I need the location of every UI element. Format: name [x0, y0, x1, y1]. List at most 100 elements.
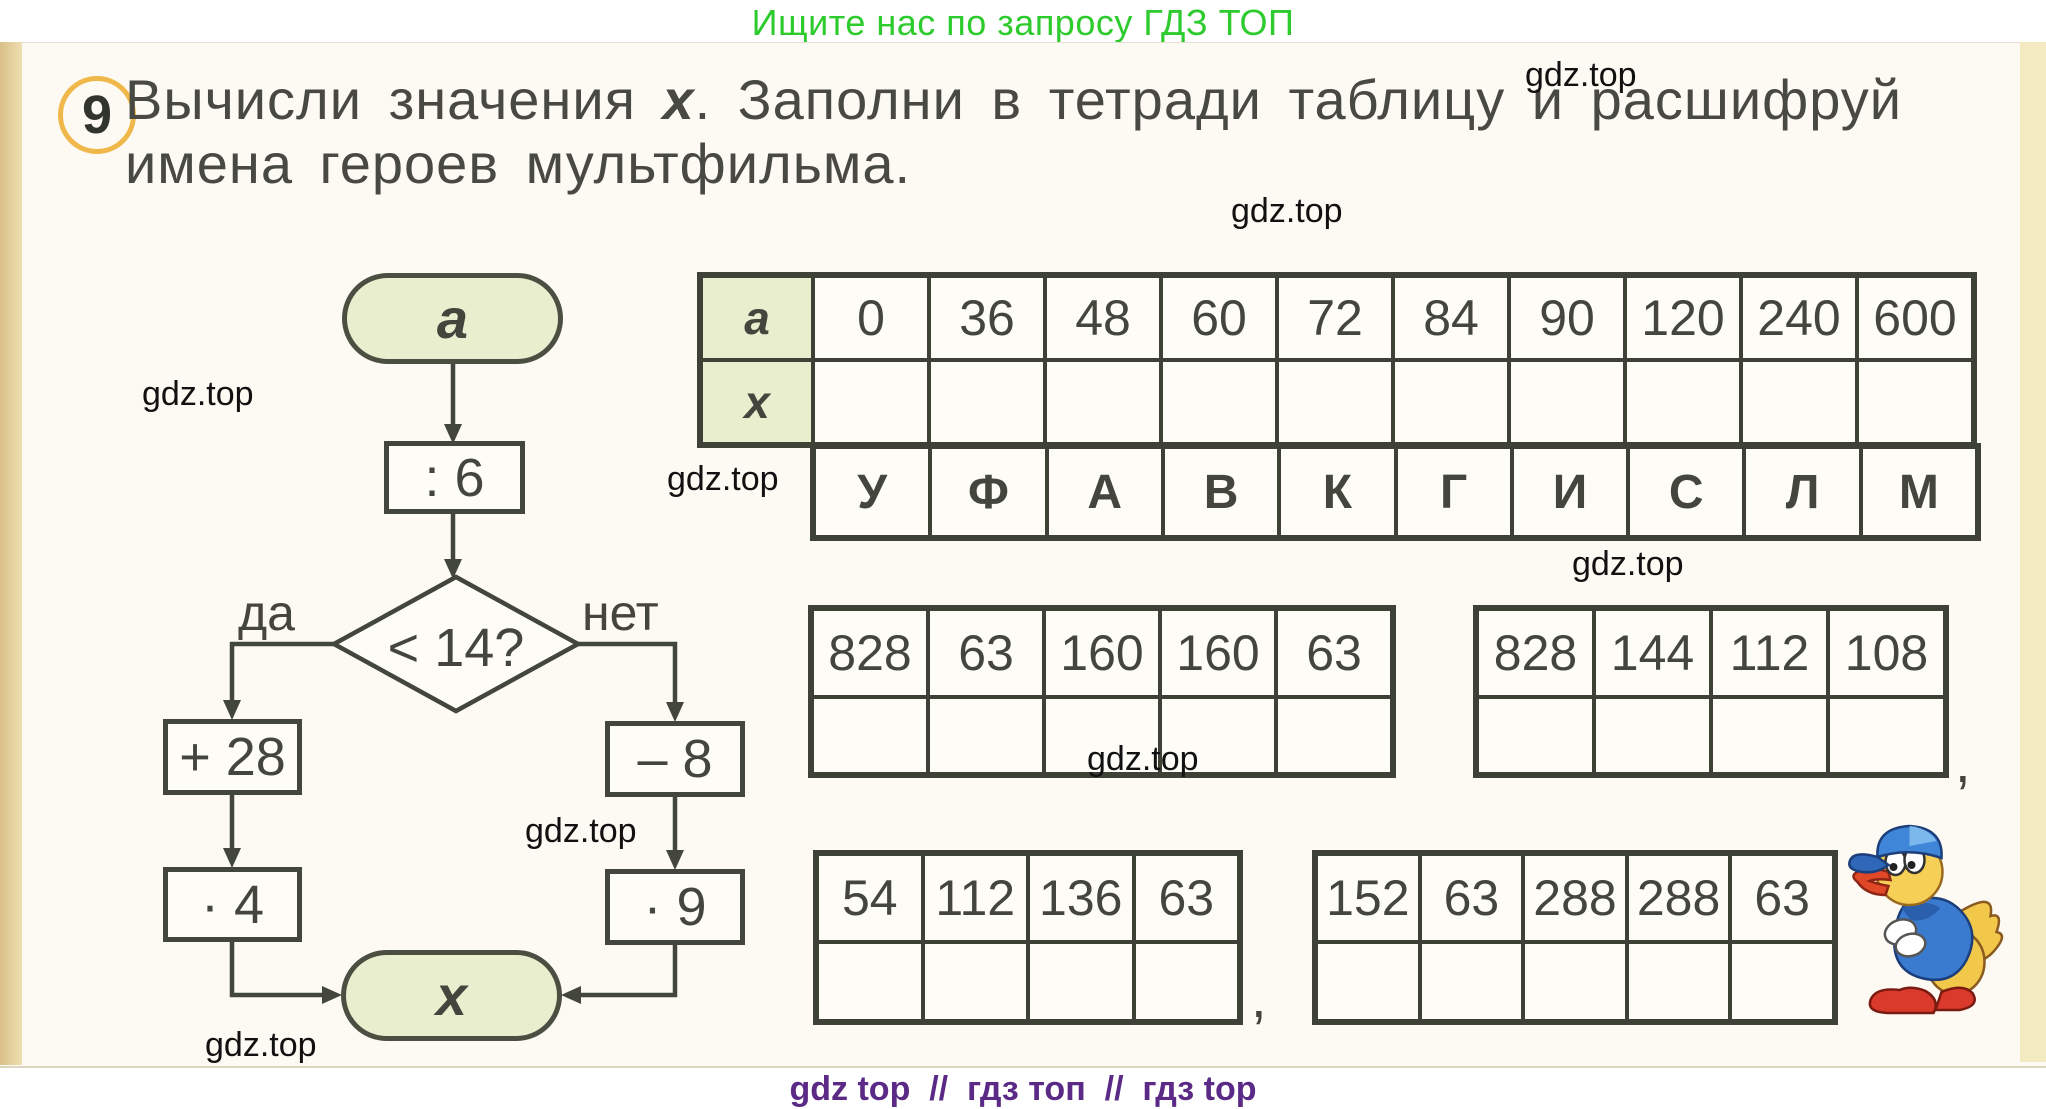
- answer-table-3: 54 112 136 63: [813, 850, 1243, 1025]
- page-edge-left: [0, 42, 22, 1065]
- flowchart-op-multiply-4: · 4: [163, 867, 302, 942]
- answer-table-2: 828 144 112 108: [1473, 605, 1949, 778]
- x-empty-cell: [1741, 360, 1857, 444]
- flowchart-label-yes: да: [238, 585, 295, 641]
- letter-cell: С: [1628, 447, 1745, 537]
- a-value-cell: 36: [929, 276, 1045, 360]
- answer-empty-cell: [1626, 942, 1731, 1021]
- answer-empty-cell: [1828, 697, 1945, 774]
- letters-row: У Ф А В К Г И С Л М: [810, 443, 1981, 541]
- watermark: gdz.top: [525, 812, 637, 850]
- letter-cell: И: [1511, 447, 1629, 537]
- separator-comma: ,: [1955, 731, 1971, 794]
- watermark: gdz.top: [142, 375, 254, 413]
- flowchart-op-add-28: + 28: [163, 719, 302, 795]
- answer-empty-cell: [817, 942, 923, 1021]
- flowchart-op-multiply-9: · 9: [605, 869, 745, 945]
- watermark: gdz.top: [1525, 56, 1637, 94]
- flowchart-op-subtract-8: – 8: [605, 721, 745, 797]
- a-value-cell: 90: [1509, 276, 1625, 360]
- answer-number-cell: 288: [1523, 854, 1627, 942]
- answer-number-cell: 288: [1626, 854, 1731, 942]
- problem-text-line2: имена героев мультфильма.: [125, 132, 912, 195]
- flowchart-condition: < 14?: [387, 618, 525, 678]
- x-empty-cell: [1277, 360, 1393, 444]
- a-value-cell: 240: [1741, 276, 1857, 360]
- answer-empty-cell: [1711, 697, 1828, 774]
- answer-number-cell: 63: [1276, 609, 1392, 697]
- answer-empty-cell: [1160, 697, 1276, 774]
- answer-number-cell: 160: [1160, 609, 1276, 697]
- a-value-cell: 60: [1161, 276, 1277, 360]
- main-table: a 0 36 48 60 72 84 90 120 240 600 x: [697, 272, 1977, 448]
- row-a-header: a: [701, 276, 813, 360]
- answer-table-4: 152 63 288 288 63: [1312, 850, 1838, 1025]
- answer-number-cell: 63: [928, 609, 1044, 697]
- flowchart-label-no: нет: [582, 585, 659, 641]
- answer-empty-cell: [1316, 942, 1420, 1021]
- x-empty-cell: [1509, 360, 1625, 444]
- separator-comma: ,: [1251, 966, 1267, 1029]
- x-empty-cell: [929, 360, 1045, 444]
- answer-number-cell: 160: [1044, 609, 1160, 697]
- letter-cell: Г: [1395, 447, 1512, 537]
- answer-empty-cell: [1028, 942, 1134, 1021]
- a-value-cell: 600: [1857, 276, 1973, 360]
- answer-number-cell: 108: [1828, 609, 1945, 697]
- answer-number-cell: 63: [1730, 854, 1834, 942]
- x-empty-cell: [1161, 360, 1277, 444]
- flowchart-output-x: x: [341, 950, 562, 1041]
- letter-cell: У: [814, 447, 931, 537]
- answer-table-1: 828 63 160 160 63: [808, 605, 1396, 778]
- a-value-cell: 48: [1045, 276, 1161, 360]
- x-empty-cell: [1393, 360, 1509, 444]
- x-empty-cell: [1625, 360, 1741, 444]
- letter-cell: А: [1046, 447, 1163, 537]
- letter-cell: М: [1860, 447, 1977, 537]
- answer-number-cell: 63: [1419, 854, 1524, 942]
- answer-empty-cell: [1594, 697, 1711, 774]
- a-value-cell: 72: [1277, 276, 1393, 360]
- row-x-header: x: [701, 360, 813, 444]
- watermark: gdz.top: [1572, 545, 1684, 583]
- answer-empty-cell: [812, 697, 928, 774]
- x-empty-cell: [813, 360, 929, 444]
- answer-empty-cell: [1730, 942, 1834, 1021]
- watermark: gdz.top: [1087, 740, 1199, 778]
- watermark: gdz.top: [667, 460, 779, 498]
- promo-banner: Ищите нас по запросу ГДЗ ТОП: [751, 2, 1295, 43]
- answer-empty-cell: [1044, 697, 1160, 774]
- answer-number-cell: 152: [1316, 854, 1420, 942]
- letter-cell: Л: [1744, 447, 1861, 537]
- answer-empty-cell: [1477, 697, 1594, 774]
- problem-number-badge: 9: [58, 76, 136, 154]
- answer-number-cell: 54: [817, 854, 923, 942]
- answer-number-cell: 828: [1477, 609, 1594, 697]
- letter-cell: В: [1162, 447, 1280, 537]
- watermark: gdz.top: [1231, 192, 1343, 230]
- a-value-cell: 0: [813, 276, 929, 360]
- problem-text-line1: Вычисли значения x. Заполни в тетради та…: [125, 72, 1902, 128]
- a-value-cell: 120: [1625, 276, 1741, 360]
- answer-number-cell: 136: [1028, 854, 1134, 942]
- watermark: gdz.top: [205, 1026, 317, 1064]
- answer-empty-cell: [1419, 942, 1524, 1021]
- answer-number-cell: 112: [1711, 609, 1828, 697]
- answer-number-cell: 63: [1133, 854, 1239, 942]
- answer-number-cell: 112: [922, 854, 1028, 942]
- page-edge-right: [2020, 42, 2046, 1062]
- problem-text-part: Вычисли значения: [125, 68, 663, 131]
- answer-empty-cell: [1523, 942, 1627, 1021]
- footer-watermark-text: gdz top // гдз топ // гдз top: [789, 1070, 1257, 1108]
- x-empty-cell: [1045, 360, 1161, 444]
- answer-number-cell: 828: [812, 609, 928, 697]
- duck-mascot-image: [1848, 824, 2004, 1015]
- letter-cell: Ф: [930, 447, 1047, 537]
- variable-x: x: [662, 68, 695, 131]
- answer-empty-cell: [1276, 697, 1392, 774]
- a-value-cell: 84: [1393, 276, 1509, 360]
- flowchart-input-a: a: [342, 273, 563, 364]
- letter-cell: К: [1279, 447, 1396, 537]
- x-empty-cell: [1857, 360, 1973, 444]
